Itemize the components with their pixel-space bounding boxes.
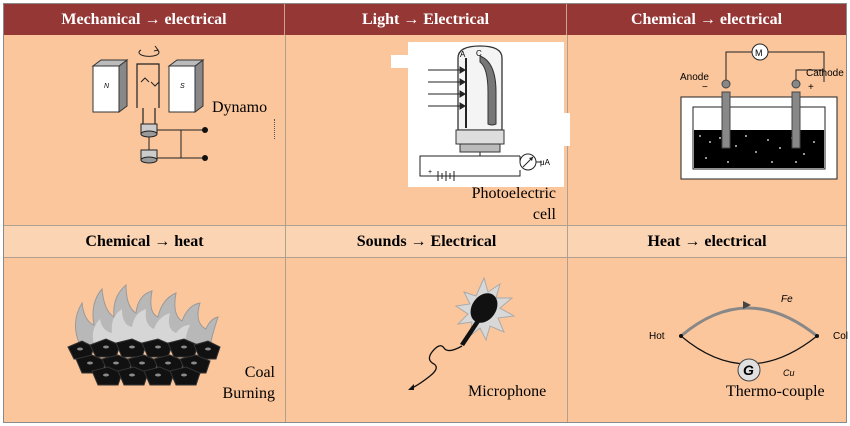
cathode-label: Cathode — [806, 68, 844, 79]
header-light: Light → Electrical — [285, 4, 567, 35]
coal-label: Coal Burning — [200, 362, 275, 404]
dynamo-diagram: N S — [91, 45, 208, 164]
copper-label: Cu — [783, 368, 795, 378]
dotted-mark — [274, 119, 275, 139]
anode-letter: A — [460, 50, 466, 59]
galvanometer-label: G — [743, 362, 754, 378]
coal-line2: Burning — [222, 385, 275, 402]
thermocouple-label: Thermo-couple — [726, 383, 825, 400]
coal-fire-illustration — [67, 283, 221, 386]
header-mechanical: Mechanical → electrical — [4, 4, 285, 35]
photoelectric-diagram: A C μA + — [419, 45, 551, 181]
header-sounds: Sounds → Electrical — [286, 226, 567, 257]
microphone-label: Microphone — [468, 383, 547, 400]
svg-text:+: + — [428, 169, 432, 176]
pole-n-label: N — [104, 83, 110, 90]
iron-label: Fe — [781, 294, 793, 305]
photoelectric-line1: Photoelectric — [471, 185, 556, 202]
thermocouple-diagram: G Hot Col Fe Cu — [649, 294, 848, 382]
microphone-illustration — [408, 276, 516, 390]
cathode-sign: + — [808, 82, 814, 93]
coal-line1: Coal — [244, 364, 275, 381]
cold-label: Col — [833, 331, 848, 342]
anode-label: Anode — [680, 72, 709, 83]
electrolytic-cell-diagram: M Anode − Cathode + — [680, 43, 844, 180]
anode-sign: − — [702, 82, 708, 93]
header-chemical-heat: Chemical → heat — [4, 226, 285, 257]
dynamo-label: Dynamo — [212, 99, 268, 116]
meter-label: M — [755, 48, 763, 58]
photoelectric-label: Photoelectric cell — [460, 183, 556, 225]
header-chemical-electrical: Chemical → electrical — [567, 4, 846, 35]
photoelectric-line2: cell — [532, 206, 556, 223]
hot-label: Hot — [649, 331, 665, 342]
photo-white-tab — [391, 55, 409, 68]
microammeter-label: μA — [540, 158, 551, 167]
cell-microphone — [286, 258, 567, 422]
header-heat: Heat → electrical — [568, 226, 846, 257]
pole-s-label: S — [180, 83, 185, 90]
photo-white-strip — [564, 113, 570, 146]
cathode-letter: C — [476, 49, 482, 58]
cell-thermocouple — [568, 258, 846, 422]
